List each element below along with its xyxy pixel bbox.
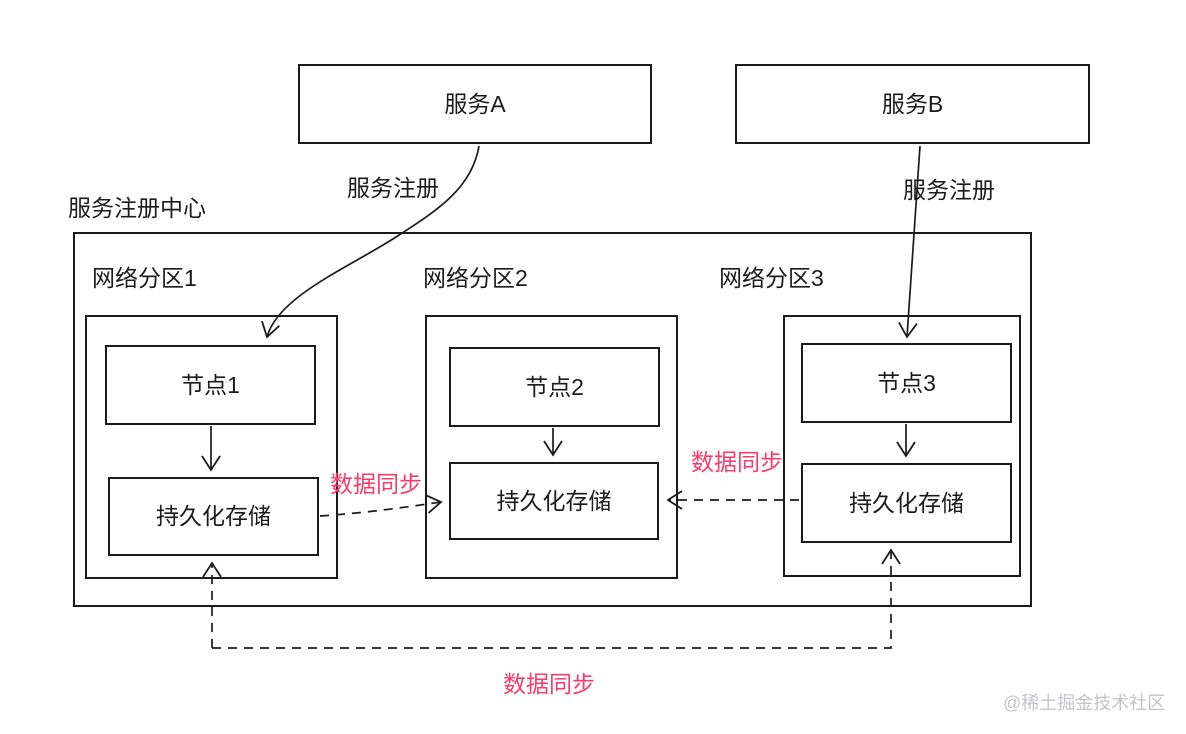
partition2-box bbox=[425, 315, 678, 579]
service-a-register-label: 服务注册 bbox=[347, 175, 439, 201]
storage3-label: 持久化存储 bbox=[849, 489, 964, 516]
node1-box: 节点1 bbox=[105, 345, 316, 425]
registry-title: 服务注册中心 bbox=[68, 195, 206, 221]
node3-label: 节点3 bbox=[877, 369, 936, 396]
watermark: @稀土掘金技术社区 bbox=[1003, 693, 1166, 713]
storage1-label: 持久化存储 bbox=[156, 503, 271, 529]
sync-label-storage1-storage2: 数据同步 bbox=[330, 471, 422, 497]
storage2-box: 持久化存储 bbox=[449, 462, 659, 540]
node3-box: 节点3 bbox=[801, 343, 1012, 423]
partition1-box bbox=[85, 315, 338, 579]
storage1-box: 持久化存储 bbox=[108, 477, 319, 556]
service-b-box: 服务B bbox=[735, 64, 1090, 144]
service-a-label: 服务A bbox=[444, 90, 506, 117]
partition2-label: 网络分区2 bbox=[423, 265, 528, 291]
registry-container bbox=[73, 232, 1032, 607]
storage3-box: 持久化存储 bbox=[801, 463, 1012, 543]
sync-label-storage1-storage3: 数据同步 bbox=[503, 671, 595, 697]
node2-label: 节点2 bbox=[525, 373, 584, 400]
storage2-label: 持久化存储 bbox=[496, 487, 612, 514]
service-a-box: 服务A bbox=[298, 64, 652, 144]
partition1-label: 网络分区1 bbox=[92, 265, 197, 291]
service-b-register-label: 服务注册 bbox=[903, 177, 995, 203]
node2-box: 节点2 bbox=[449, 347, 660, 427]
partition3-box bbox=[783, 315, 1021, 577]
sync-label-storage3-storage2: 数据同步 bbox=[691, 449, 783, 475]
node1-label: 节点1 bbox=[181, 371, 240, 398]
partition3-label: 网络分区3 bbox=[719, 265, 824, 291]
service-b-label: 服务B bbox=[881, 90, 944, 117]
